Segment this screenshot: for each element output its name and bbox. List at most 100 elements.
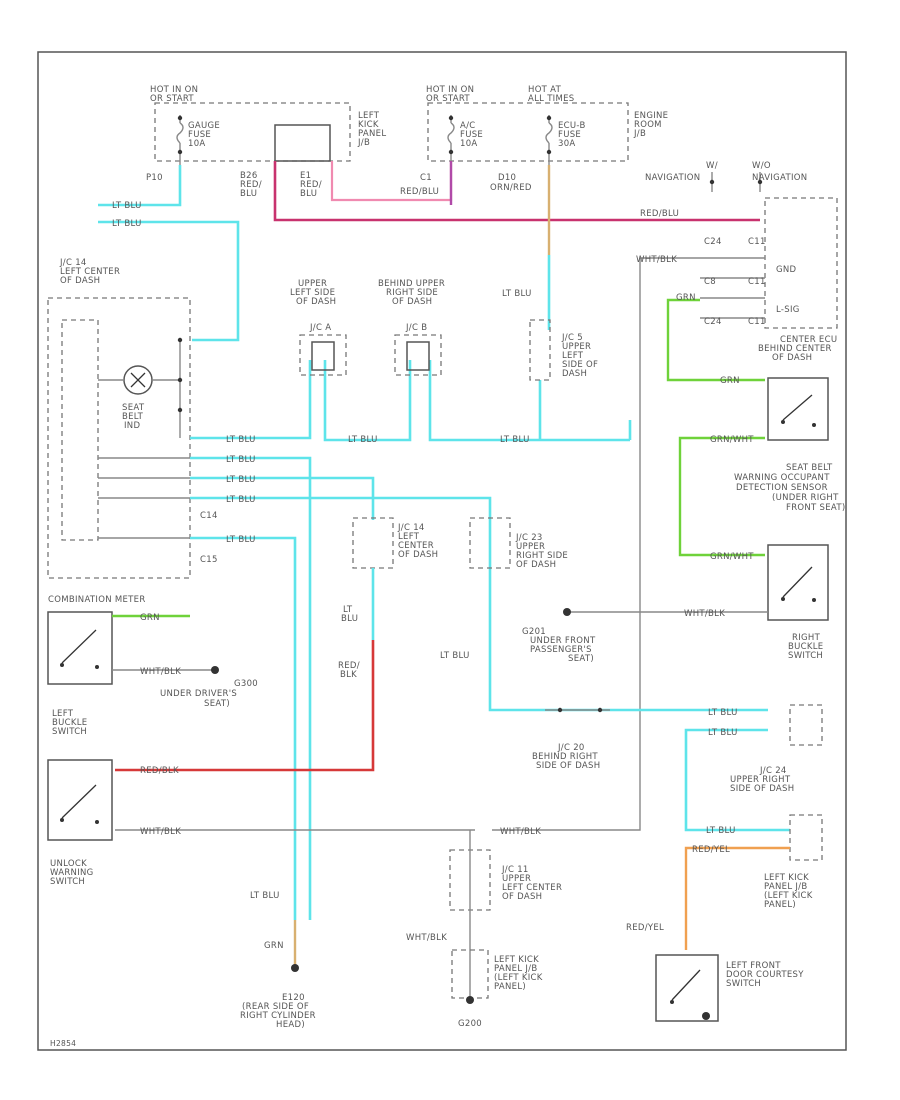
occupant-sensor-box	[767, 377, 829, 441]
lbl-redblu-right: RED/BLU	[640, 209, 679, 219]
lbl-ltblu-7: LT BLU	[226, 455, 256, 465]
lbl-footer-code: H2854	[50, 1039, 76, 1048]
ecu-pins	[640, 257, 765, 319]
lbl-c14: C14	[200, 511, 218, 521]
jc-a-box	[299, 334, 347, 376]
wire-grn	[666, 298, 765, 382]
lbl-w-nav: W/NAVIGATION	[645, 161, 718, 183]
wire-jc24	[684, 728, 790, 832]
lbl-p10: P10	[146, 173, 163, 183]
lbl-ltblu-8: LT BLU	[226, 475, 256, 485]
gauge-fuse-icon	[176, 115, 184, 165]
e120-ground-icon	[291, 964, 299, 972]
meter-inner	[61, 319, 99, 541]
unlock-switch-box	[47, 759, 113, 841]
lbl-lsig: L-SIG	[776, 305, 800, 315]
wire-grnwht	[678, 436, 765, 557]
wire-jcb-jc5	[428, 360, 632, 442]
wire-jca-c	[190, 360, 312, 440]
lbl-c11-3: C11	[748, 317, 766, 327]
g300-ground-icon	[211, 666, 219, 674]
lbl-jca: J/C A	[309, 323, 331, 333]
lbl-c11-2: C11	[748, 277, 766, 287]
left-kick-jb-box	[154, 102, 351, 162]
lbl-c24-1: C24	[704, 237, 722, 247]
ac-fuse-icon	[447, 115, 455, 165]
wire-redblk	[115, 640, 375, 772]
combination-meter-box	[47, 297, 191, 579]
lbl-jcb: J/C B	[405, 323, 427, 333]
door-courtesy-switch-box	[655, 954, 719, 1022]
lbl-grn-meter: GRN	[140, 613, 160, 623]
wire-ltblu-jc14	[98, 220, 240, 342]
lbl-ltblu-15: LT BLU	[250, 891, 280, 901]
lbl-gnd: GND	[776, 265, 797, 275]
lbl-c24-2: C24	[704, 317, 722, 327]
lbl-redblk: RED/BLK	[338, 661, 360, 680]
wire-jca-jcb	[323, 360, 412, 442]
lbl-grn-2: GRN	[720, 376, 740, 386]
g200-ground-icon	[466, 996, 474, 1004]
lbl-grnwht-1: GRN/WHT	[710, 435, 754, 445]
jc24-box	[789, 704, 823, 746]
center-ecu-box	[764, 197, 838, 329]
lbl-whtblk-4: WHT/BLK	[500, 827, 541, 837]
lbl-ltblu-9: LT BLU	[226, 495, 256, 505]
jc14-mid-box	[352, 517, 394, 569]
jc5-box	[529, 319, 551, 381]
lbl-ltblu-13: LT BLU	[708, 728, 738, 738]
lbl-ltblu-5: LT BLU	[348, 435, 378, 445]
lbl-grn-bottom: GRN	[264, 941, 284, 951]
lbl-ltblu-1: LT BLU	[112, 201, 142, 211]
lbl-redyel-2: RED/YEL	[626, 923, 664, 933]
lbl-whtblk-3: WHT/BLK	[140, 827, 181, 837]
lbl-grnwht-2: GRN/WHT	[710, 552, 754, 562]
lbl-ltblu-11: LT BLU	[440, 651, 470, 661]
engine-room-jb-box	[427, 102, 629, 162]
wire-ltblu-e120	[190, 456, 312, 920]
wire-jc14mid	[190, 476, 375, 520]
lbl-combination-meter: COMBINATION METER	[48, 595, 146, 605]
door-ground-icon	[702, 1012, 710, 1020]
lbl-c15: C15	[200, 555, 218, 565]
wire-redblu-main	[273, 161, 760, 222]
lbl-whtblk-top: WHT/BLK	[636, 255, 677, 265]
lbl-whtblk-2: WHT/BLK	[140, 667, 181, 677]
kick-jb-right-box	[789, 814, 823, 861]
lbl-c11-1: C11	[748, 237, 766, 247]
wire-jc20	[190, 496, 768, 712]
lbl-ltblu-14: LT BLU	[706, 826, 736, 836]
lbl-c8: C8	[704, 277, 716, 287]
lbl-redyel-1: RED/YEL	[692, 845, 730, 855]
lbl-whtblk-5: WHT/BLK	[406, 933, 447, 943]
lbl-whtblk-1: WHT/BLK	[684, 609, 725, 619]
lbl-redblk-2: RED/BLK	[140, 766, 179, 776]
